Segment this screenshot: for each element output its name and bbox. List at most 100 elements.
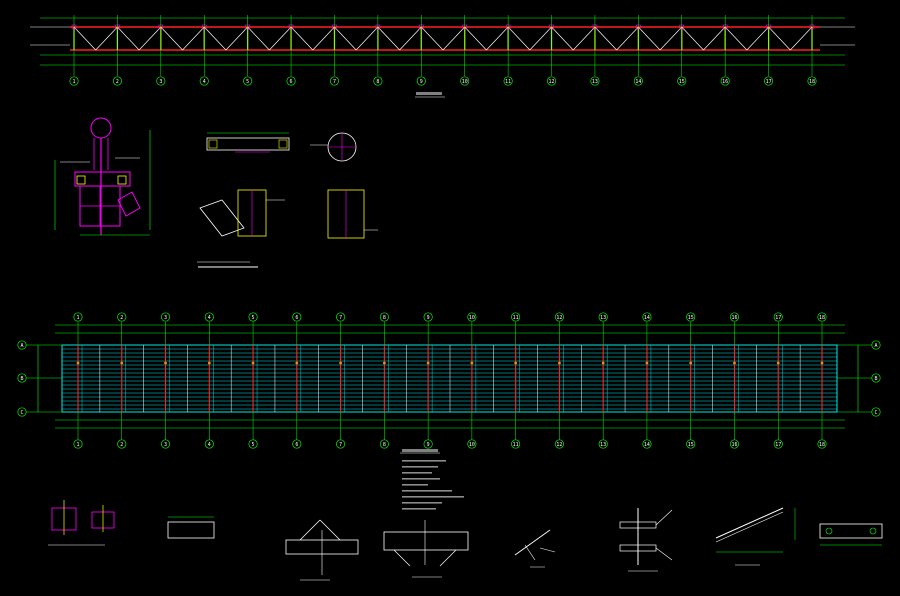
web-member bbox=[507, 26, 531, 51]
axis-number: 3 bbox=[164, 442, 167, 448]
note-line bbox=[402, 478, 440, 480]
node-mark bbox=[645, 361, 649, 365]
axis-number: 13 bbox=[600, 442, 606, 448]
axis-bubble bbox=[677, 76, 687, 86]
angle-member bbox=[539, 547, 556, 553]
axis-bubble bbox=[554, 439, 564, 449]
axis-bubble bbox=[379, 312, 389, 322]
connection-plate bbox=[206, 137, 290, 151]
web-member bbox=[703, 26, 726, 51]
bottom-details bbox=[48, 500, 883, 581]
axis-number: 10 bbox=[469, 315, 475, 321]
row-letter: B bbox=[20, 376, 23, 382]
axis-bubble bbox=[590, 76, 600, 86]
node-mark bbox=[689, 361, 693, 365]
web-member bbox=[746, 26, 769, 51]
axis-number: 9 bbox=[427, 442, 430, 448]
web-member bbox=[724, 26, 748, 51]
axis-number: 8 bbox=[383, 442, 386, 448]
axis-number: 16 bbox=[731, 442, 737, 448]
axis-bubble bbox=[642, 439, 652, 449]
web-member bbox=[182, 26, 205, 51]
note-line bbox=[402, 508, 436, 510]
row-letter: A bbox=[20, 343, 23, 349]
web-member bbox=[529, 26, 552, 51]
web-member bbox=[138, 26, 162, 51]
node-mark bbox=[820, 361, 824, 365]
axis-number: 13 bbox=[592, 79, 598, 85]
note-line bbox=[402, 502, 442, 504]
axis-bubble bbox=[69, 76, 79, 86]
axis-number: 18 bbox=[819, 315, 825, 321]
axis-bubble bbox=[642, 312, 652, 322]
brace-line bbox=[299, 519, 321, 541]
axis-bubble bbox=[720, 76, 730, 86]
web-member bbox=[355, 26, 379, 51]
angle-member bbox=[514, 529, 551, 556]
axis-bubble bbox=[373, 76, 383, 86]
axis-bubble bbox=[503, 76, 513, 86]
end-plate-detail bbox=[819, 523, 883, 539]
axis-bubble bbox=[773, 439, 783, 449]
axis-number: 6 bbox=[295, 442, 298, 448]
note-line bbox=[402, 466, 438, 468]
truss-posts bbox=[71, 24, 815, 50]
axis-number: 8 bbox=[376, 79, 379, 85]
axis-number: 12 bbox=[556, 442, 562, 448]
node-mark bbox=[339, 361, 342, 365]
bolt-hole bbox=[869, 527, 877, 535]
axis-number: 11 bbox=[513, 315, 519, 321]
axis-number: 5 bbox=[252, 442, 255, 448]
brace-gusset bbox=[117, 191, 141, 217]
axis-bubble bbox=[117, 439, 127, 449]
axis-number: 11 bbox=[505, 79, 511, 85]
slope-member bbox=[715, 507, 784, 539]
axis-number: 15 bbox=[679, 79, 685, 85]
axis-number: 9 bbox=[427, 315, 430, 321]
axis-number: 7 bbox=[333, 79, 336, 85]
axis-bubble bbox=[807, 76, 817, 86]
node-mark bbox=[470, 361, 474, 365]
axis-bubble bbox=[156, 76, 166, 86]
axis-number: 17 bbox=[775, 315, 781, 321]
node-mark bbox=[164, 361, 167, 365]
axis-bubble bbox=[416, 76, 426, 86]
axis-number: 3 bbox=[164, 315, 167, 321]
axis-number: 4 bbox=[208, 315, 211, 321]
axis-number: 12 bbox=[556, 315, 562, 321]
web-member bbox=[442, 26, 465, 51]
axis-bubble bbox=[160, 439, 171, 449]
node-mark bbox=[251, 361, 255, 365]
axis-bubble bbox=[467, 439, 477, 449]
axis-bubble bbox=[73, 439, 83, 449]
web-member bbox=[160, 26, 183, 51]
web-member bbox=[399, 26, 422, 51]
axis-bubble bbox=[117, 312, 127, 322]
axis-number: 6 bbox=[295, 315, 298, 321]
axis-bubble bbox=[204, 439, 214, 449]
bolt-plate bbox=[76, 175, 86, 185]
axis-number: 1 bbox=[76, 442, 79, 448]
axis-bubble bbox=[199, 76, 209, 86]
purlins bbox=[62, 348, 837, 410]
web-member bbox=[659, 26, 683, 51]
angle-member bbox=[524, 544, 536, 561]
web-member bbox=[334, 26, 357, 51]
frame-lines bbox=[76, 322, 824, 440]
axis-bubble bbox=[764, 76, 774, 86]
axis-bubble bbox=[467, 312, 477, 322]
brace-line bbox=[439, 549, 457, 567]
notes-title bbox=[402, 449, 438, 452]
column-section-circle bbox=[90, 117, 112, 139]
row-letter: B bbox=[874, 376, 877, 382]
axis-bubble bbox=[633, 76, 643, 86]
detail-caption bbox=[198, 266, 258, 268]
bolt-hole bbox=[825, 527, 833, 535]
beam-connection bbox=[383, 531, 469, 551]
axis-bubble bbox=[112, 76, 122, 86]
